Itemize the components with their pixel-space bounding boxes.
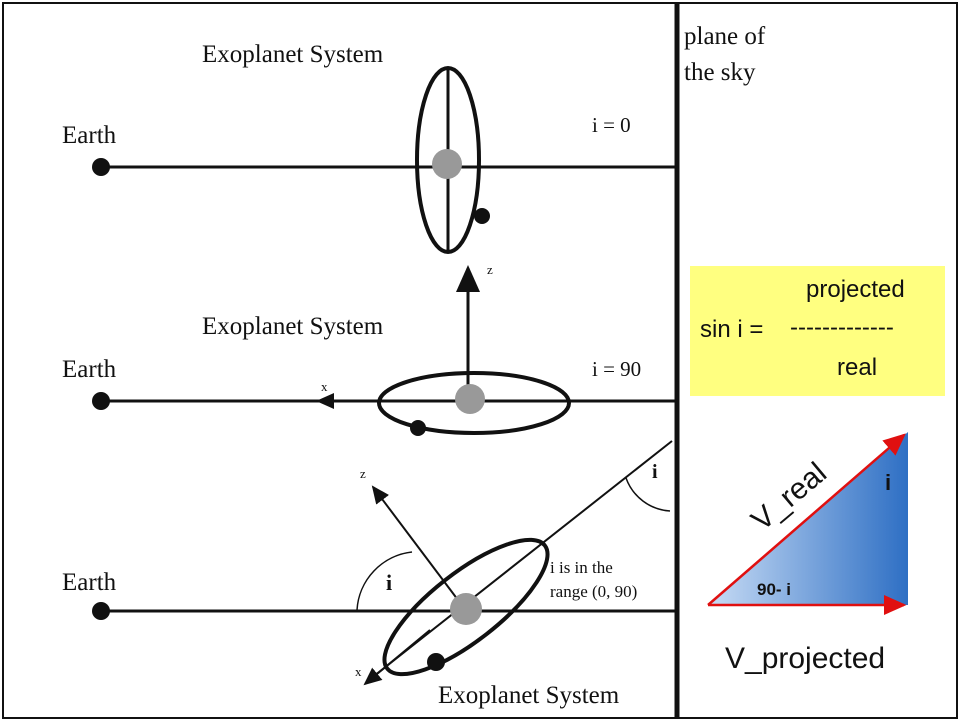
top-angle-label: i (885, 470, 891, 495)
formula-fraction-bar: ------------- (790, 314, 894, 341)
orbital-plane-line (373, 440, 673, 677)
formula-lhs: sin i = (700, 316, 764, 343)
planet (410, 420, 426, 436)
system-face-on: Exoplanet System Earth i = 0 (62, 41, 675, 254)
earth-dot (92, 392, 110, 410)
angle-label: i (386, 570, 392, 595)
star (455, 384, 485, 414)
earth-label: Earth (62, 569, 117, 596)
earth-label: Earth (62, 122, 117, 149)
system-title: Exoplanet System (202, 313, 384, 340)
system-edge-on: Exoplanet System Earth i = 90 z x (62, 262, 675, 436)
x-axis-label: x (321, 379, 328, 394)
system-inclined: Exoplanet System Earth z x i i i is in t… (62, 440, 675, 709)
sine-formula-box: projected sin i = ------------- real (690, 266, 945, 396)
plane-label-line2: the sky (684, 59, 756, 86)
planet (474, 208, 490, 224)
angle-arc (356, 551, 413, 611)
system-title: Exoplanet System (438, 682, 620, 709)
sky-angle-label: i (652, 461, 658, 483)
orbit-ellipse (382, 537, 550, 677)
x-axis-arrow (363, 629, 431, 686)
z-axis-label: z (487, 262, 493, 277)
earth-dot (92, 158, 110, 176)
base-label: V_projected (725, 642, 885, 675)
range-label-line1: i is in the (550, 558, 613, 577)
z-axis-label: z (360, 466, 366, 481)
orbit-ellipse (377, 371, 571, 435)
planet (427, 653, 445, 671)
plane-label-line1: plane of (684, 23, 766, 50)
inclination-label: i = 0 (592, 113, 631, 137)
x-axis-label: x (355, 664, 362, 679)
range-label-line2: range (0, 90) (550, 582, 637, 601)
star (450, 593, 482, 625)
earth-dot (92, 602, 110, 620)
system-title: Exoplanet System (202, 41, 384, 68)
velocity-triangle: V_real i 90- i V_projected (707, 432, 908, 675)
bottom-angle-label: 90- i (757, 580, 791, 599)
star (432, 149, 462, 179)
inclination-label: i = 90 (592, 357, 641, 381)
sky-angle-arc (625, 477, 671, 512)
formula-denominator: real (837, 354, 878, 381)
earth-label: Earth (62, 356, 117, 383)
formula-numerator: projected (806, 276, 905, 303)
hypotenuse-arrow (707, 433, 906, 606)
